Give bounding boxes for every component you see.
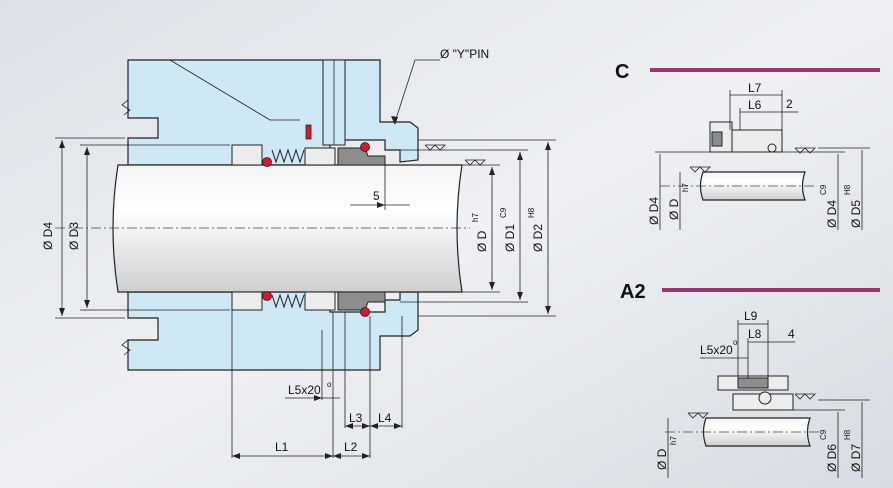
gasket-top: [305, 124, 312, 140]
l2-label: L2: [344, 440, 358, 454]
d-label: Ø D: [475, 230, 489, 252]
section-a2-header: A2: [620, 281, 646, 303]
a2-d7-label: Ø D7: [849, 444, 863, 472]
a2-l5-deg: o: [733, 338, 738, 347]
seal-sleeve-top: [231, 144, 263, 166]
break-top: [121, 99, 131, 116]
a2-insert: [737, 377, 769, 389]
d2-label: Ø D2: [531, 224, 545, 252]
retainer-top: [304, 147, 336, 166]
a2-d6-tol: C9: [819, 429, 828, 440]
c-d-label: Ø D: [667, 198, 681, 220]
c-insert: [711, 131, 723, 147]
d-tol-label: h7: [471, 213, 480, 222]
spring-bottom: [271, 293, 305, 309]
l5-deg: o: [327, 380, 332, 389]
d4-label: Ø D4: [41, 222, 55, 250]
break-bottom: [121, 339, 131, 356]
five-label: 5: [373, 189, 380, 203]
finish-mark-1: [424, 144, 446, 151]
c-d4-label: Ø D4: [647, 197, 661, 225]
d3-label: Ø D3: [67, 222, 81, 250]
c-two-label: 2: [786, 97, 793, 111]
oring-top-1: [262, 157, 272, 167]
d1-tol-label: C9: [499, 207, 508, 218]
c-d-tol: h7: [681, 183, 690, 192]
oring-bottom-1: [262, 291, 272, 301]
section-c: C L7 L6 2 Ø D4 Ø D h7 Ø D4 C9 Ø D5 H8: [615, 61, 880, 230]
a2-d-tol: h7: [669, 436, 678, 445]
oring-bottom-2: [360, 307, 370, 317]
a2-l8-label: L8: [748, 327, 762, 341]
c-oring: [767, 143, 777, 153]
housing-bottom: [127, 291, 419, 371]
seal-sleeve-bottom: [231, 291, 263, 311]
a2-oring: [758, 391, 772, 405]
c-l7-label: L7: [748, 81, 762, 95]
seat-bottom: [337, 291, 386, 311]
d1-label: Ø D1: [503, 224, 517, 252]
l3-label: L3: [349, 411, 363, 425]
a2-l9-label: L9: [744, 309, 758, 323]
d2-tol-label: H8: [527, 207, 536, 218]
c-d5-tol: H8: [843, 184, 852, 195]
c-l6-label: L6: [748, 98, 762, 112]
a2-d7-tol: H8: [843, 429, 852, 440]
a2-four-label: 4: [788, 327, 795, 341]
main-section-view: Ø "Y"PIN Ø D4 Ø D3 Ø D h7 Ø D1 C9 Ø D2 H…: [41, 47, 556, 459]
pin-label: Ø "Y"PIN: [440, 47, 489, 61]
finish-mark-2: [464, 159, 486, 166]
c-finish-mark-2: [689, 166, 711, 173]
spring-top: [271, 148, 305, 164]
housing-top-bevel: [169, 59, 300, 121]
retainer-bottom: [304, 291, 336, 311]
l4-label: L4: [378, 411, 392, 425]
c-d4b-label: Ø D4: [825, 200, 839, 228]
a2-d-label: Ø D: [655, 448, 669, 470]
section-a2: A2 L9 L8 4 L5x20 o Ø D h7 Ø D6 C9 Ø D7 H…: [620, 281, 880, 478]
a2-finish-mark-1: [794, 393, 816, 400]
pin-leader: [394, 59, 440, 123]
c-d4b-tol: C9: [819, 184, 828, 195]
a2-l5-label: L5x20: [700, 343, 733, 357]
shaft: [112, 164, 463, 293]
l5-label: L5x20: [288, 383, 321, 397]
c-d5-label: Ø D5: [849, 200, 863, 228]
l1-label: L1: [275, 440, 289, 454]
a2-finish-mark-2: [687, 412, 709, 419]
oring-top-2: [360, 142, 370, 152]
a2-d6-label: Ø D6: [825, 444, 839, 472]
section-c-header: C: [615, 61, 629, 83]
